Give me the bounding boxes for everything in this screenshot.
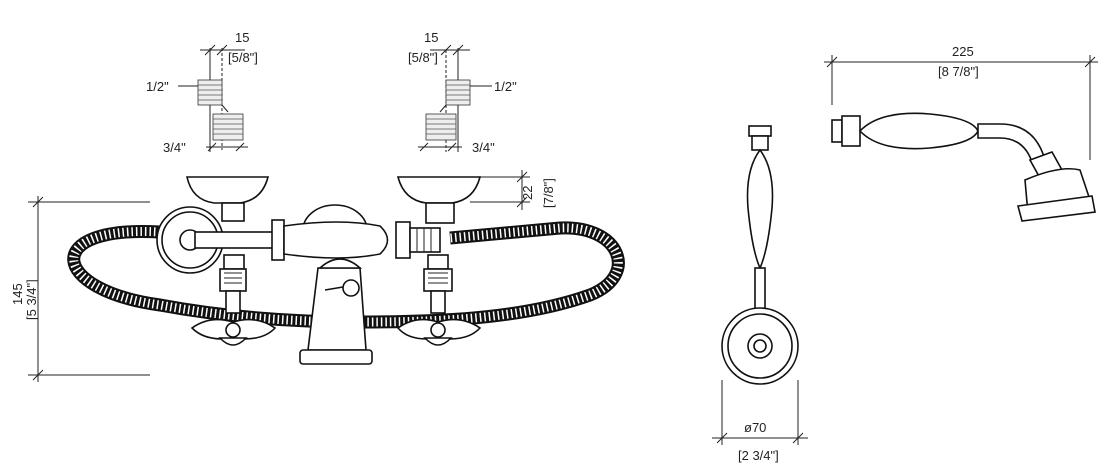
diameter-inch: [2 3/4"] bbox=[738, 448, 779, 463]
right-width-inch: [5/8"] bbox=[408, 50, 438, 65]
length-inch: [8 7/8"] bbox=[938, 64, 979, 79]
left-connector-detail: 15 [5/8"] 1/2" 3/4" bbox=[146, 30, 258, 155]
left-thread-top: 1/2" bbox=[146, 79, 169, 94]
mixer-front-view bbox=[67, 176, 625, 365]
overall-height-dimension: 145 [5 3/4"] bbox=[10, 196, 150, 382]
right-thread-top: 1/2" bbox=[494, 79, 517, 94]
length-mm: 225 bbox=[952, 44, 974, 59]
escutcheon-inch: [7/8"] bbox=[541, 178, 556, 208]
height-mm: 145 bbox=[10, 283, 25, 305]
diameter-mm: ø70 bbox=[744, 420, 766, 435]
left-thread-bottom: 3/4" bbox=[163, 140, 186, 155]
right-width-mm: 15 bbox=[424, 30, 438, 45]
left-width-mm: 15 bbox=[235, 30, 249, 45]
handshower-length-dimension: 225 [8 7/8"] bbox=[824, 44, 1098, 160]
wall-bracket-diameter-dimension: ø70 [2 3/4"] bbox=[712, 380, 808, 463]
height-inch: [5 3/4"] bbox=[24, 279, 39, 320]
handshower-vertical-view bbox=[721, 125, 799, 385]
escutcheon-dimension: 22 [7/8"] bbox=[470, 170, 556, 210]
escutcheon-mm: 22 bbox=[520, 186, 535, 200]
handshower-horizontal-view bbox=[831, 112, 1096, 222]
right-thread-bottom: 3/4" bbox=[472, 140, 495, 155]
right-connector-detail: 15 [5/8"] 1/2" 3/4" bbox=[408, 30, 517, 155]
left-width-inch: [5/8"] bbox=[228, 50, 258, 65]
